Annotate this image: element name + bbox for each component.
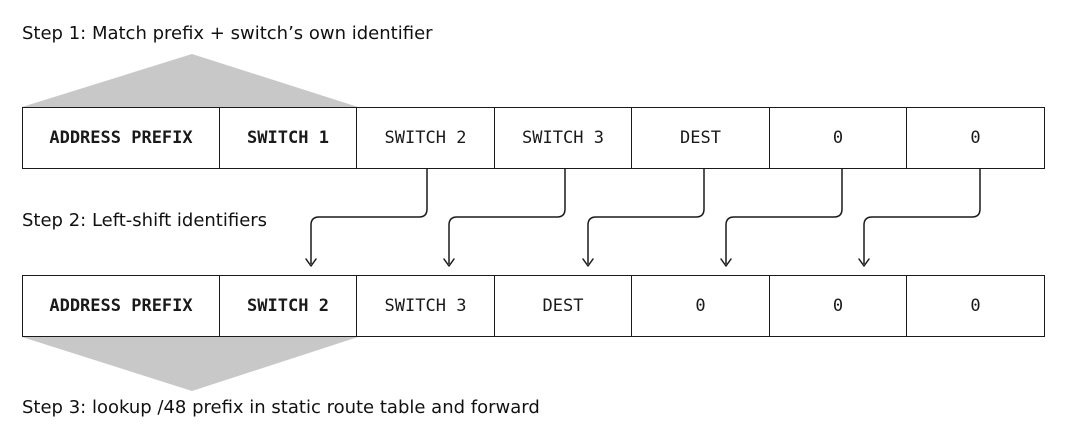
switch-3-cell: SWITCH 3 <box>493 107 633 169</box>
lookup-highlight-shape <box>22 337 358 391</box>
shift-arrow-dest <box>587 169 705 264</box>
address-prefix-cell: ADDRESS PREFIX <box>22 107 220 169</box>
switch-3-cell: SWITCH 3 <box>356 275 495 337</box>
down-arrow-icon <box>582 258 594 267</box>
shift-arrow-switch3 <box>448 169 566 264</box>
down-arrow-icon <box>305 258 317 267</box>
step-2-label: Step 2: Left-shift identifiers <box>22 210 268 231</box>
switch-2-cell: SWITCH 2 <box>356 107 495 169</box>
match-highlight-shape <box>22 54 358 107</box>
dest-cell: DEST <box>631 107 770 169</box>
address-row-before: ADDRESS PREFIX SWITCH 1 SWITCH 2 SWITCH … <box>22 107 1046 169</box>
zero-cell: 0 <box>768 107 908 169</box>
shift-arrow-zero-2 <box>863 169 981 264</box>
shift-arrow-switch2 <box>310 169 428 264</box>
shift-arrow-zero-1 <box>725 169 843 264</box>
dest-cell: DEST <box>493 275 633 337</box>
down-arrow-icon <box>720 258 732 267</box>
zero-cell: 0 <box>631 275 770 337</box>
zero-cell: 0 <box>906 275 1045 337</box>
address-row-after: ADDRESS PREFIX SWITCH 2 SWITCH 3 DEST 0 … <box>22 275 1046 337</box>
down-arrow-icon <box>858 258 870 267</box>
address-prefix-cell: ADDRESS PREFIX <box>22 275 220 337</box>
switch-1-cell: SWITCH 1 <box>218 107 358 169</box>
zero-cell: 0 <box>768 275 908 337</box>
step-1-label: Step 1: Match prefix + switch’s own iden… <box>22 23 433 44</box>
zero-cell: 0 <box>906 107 1045 169</box>
down-arrow-icon <box>443 258 455 267</box>
step-3-label: Step 3: lookup /48 prefix in static rout… <box>22 397 540 418</box>
switch-2-cell: SWITCH 2 <box>218 275 358 337</box>
